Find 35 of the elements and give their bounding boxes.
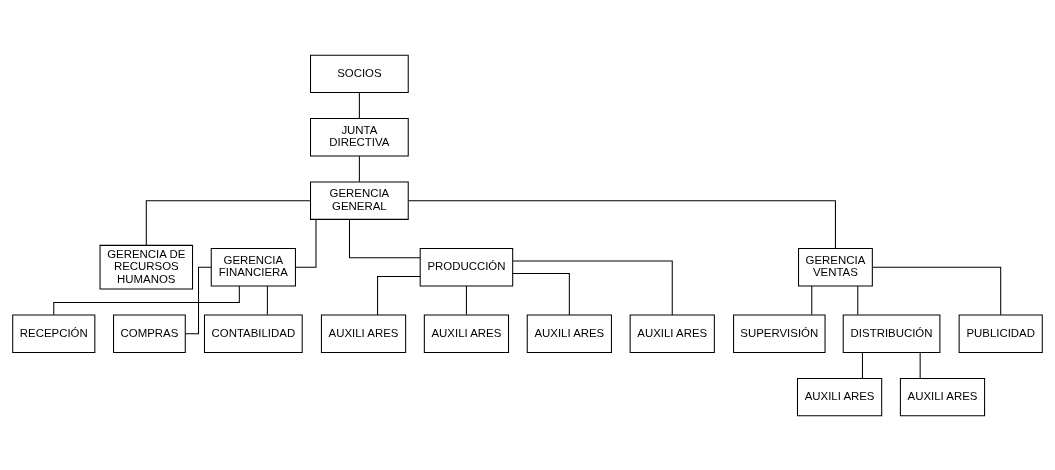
node-box: COMPRAS (113, 314, 186, 353)
node-box: AUXILI ARES (629, 314, 715, 353)
node-box: AUXILI ARES (796, 377, 883, 416)
connector (512, 272, 570, 315)
node-box: GERENCIA DE RECURSOS HUMANOS (99, 244, 194, 290)
connector (266, 285, 268, 315)
node-box: SUPERVISIÓN (733, 314, 826, 353)
connector (377, 275, 421, 316)
connector (408, 199, 836, 249)
connector (857, 285, 859, 315)
connector (919, 351, 921, 379)
node-box: JUNTA DIRECTIVA (310, 117, 409, 156)
connector (512, 259, 673, 315)
connector (861, 351, 863, 379)
connector (358, 155, 360, 182)
connector (145, 199, 311, 246)
connector (294, 218, 317, 268)
node-box: CONTABILIDAD (204, 314, 303, 353)
node-box: GERENCIA FINANCIERA (210, 247, 296, 286)
connector (465, 285, 467, 315)
node-box: AUXILI ARES (320, 314, 407, 353)
node-box: RECEPCIÓN (12, 314, 96, 353)
connector (811, 285, 813, 315)
node-box: AUXILI ARES (526, 314, 612, 353)
connector (872, 266, 1002, 315)
node-box: SOCIOS (310, 54, 409, 93)
connector (358, 91, 360, 119)
node-box: AUXILI ARES (423, 314, 510, 353)
node-box: PUBLICIDAD (958, 314, 1043, 353)
node-box: PRODUCCIÓN (419, 247, 514, 286)
node-box: AUXILI ARES (899, 377, 986, 416)
connector (349, 218, 421, 258)
node-box: GERENCIA VENTAS (798, 247, 873, 286)
node-box: DISTRIBUCIÓN (842, 314, 941, 353)
node-box: GERENCIA GENERAL (310, 180, 409, 220)
